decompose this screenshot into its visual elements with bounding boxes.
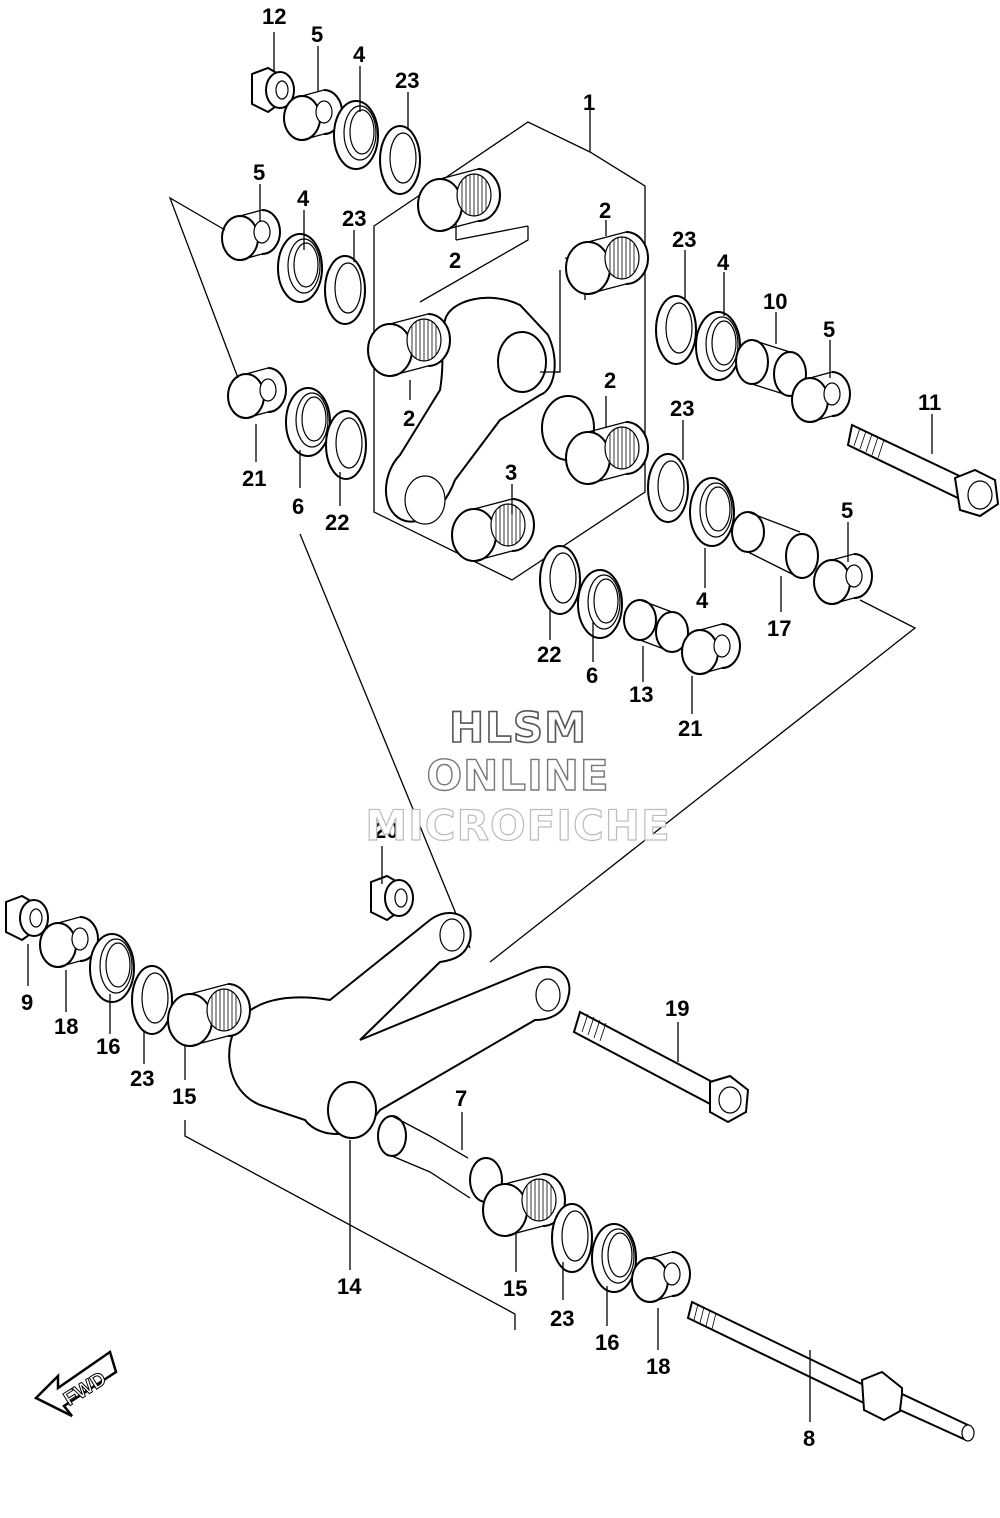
callout-3: 3 [505,460,517,485]
sleeve-13 [623,599,689,653]
bolt-19 [572,1010,750,1124]
callout-18b: 18 [646,1354,670,1379]
callout-17: 17 [767,616,791,641]
collar-21b [681,623,741,675]
callout-4a: 4 [353,42,366,67]
callout-2b: 2 [449,248,461,273]
nut-20 [370,875,414,921]
needle-bearing-2c [367,313,451,377]
needle-bearing-3 [451,498,535,562]
callout-2d: 2 [403,406,415,431]
callout-1: 1 [583,90,595,115]
callout-21a: 21 [242,466,266,491]
callout-7: 7 [455,1086,467,1111]
collar-5d [813,553,873,605]
connecting-rod [384,296,595,525]
callout-4b: 4 [297,186,310,211]
bolt-8 [686,1300,975,1442]
callout-9: 9 [21,990,33,1015]
callout-13: 13 [629,682,653,707]
washer-23e [131,965,173,1035]
callout-2a: 2 [599,198,611,223]
callout-15b: 15 [503,1276,527,1301]
callout-5c: 5 [823,317,835,342]
seal-6a [285,387,331,457]
washer-23d [647,453,689,523]
callout-4c: 4 [717,250,730,275]
fwd-arrow-icon: FWD [33,1349,118,1418]
callout-6b: 6 [586,663,598,688]
cushion-lever [228,911,571,1139]
callout-23e: 23 [130,1066,154,1091]
watermark-line3: MICROFICHE [365,801,670,850]
seal-4d [689,477,735,547]
watermark-line1: HLSM [449,703,587,752]
callout-19: 19 [665,996,689,1021]
washer-22b [539,545,581,615]
washer-22a [325,410,367,480]
seal-4b [277,233,323,303]
seal-16b [591,1223,637,1293]
callout-11: 11 [918,390,941,415]
shaft-7 [377,1115,503,1203]
seal-6b [577,569,623,639]
callout-23f: 23 [550,1306,574,1331]
callout-22a: 22 [325,510,349,535]
watermark-line2: ONLINE [426,751,609,800]
callout-23a: 23 [395,68,419,93]
callout-22b: 22 [537,642,561,667]
callout-6a: 6 [292,494,304,519]
callout-5a: 5 [311,22,323,47]
collar-18a [39,916,99,968]
callout-23d: 23 [670,396,694,421]
seal-4c [695,311,741,381]
callout-16b: 16 [595,1330,619,1355]
callout-4d: 4 [696,588,709,613]
needle-bearing-2b [565,231,649,295]
washer-23c [655,295,697,365]
watermark: HLSM ONLINE MICROFICHE [365,702,670,850]
washer-23a [379,125,421,195]
callout-16a: 16 [96,1034,120,1059]
callout-12: 12 [262,4,286,29]
callout-labels: 12 5 4 23 1 5 4 23 2 2 23 4 10 5 2 11 2 … [21,4,941,1451]
callout-14: 14 [337,1274,362,1299]
callout-5b: 5 [253,160,265,185]
collar-5b [221,209,281,261]
needle-bearing-2a [417,168,501,232]
washer-23b [324,255,366,325]
seal-16a [89,933,135,1003]
callout-5d: 5 [841,498,853,523]
callout-18a: 18 [54,1014,78,1039]
callout-8: 8 [803,1426,815,1451]
sleeve-17 [731,511,819,579]
callout-23b: 23 [342,206,366,231]
rod-assembly-outline [373,121,646,581]
callout-21b: 21 [678,716,702,741]
bolt-11 [846,423,1000,518]
callout-2c: 2 [604,368,616,393]
washer-23f [551,1203,593,1273]
callout-10: 10 [763,289,787,314]
callout-23c: 23 [672,227,696,252]
collar-18b [631,1251,691,1303]
callout-15a: 15 [172,1084,196,1109]
callout-20: 20 [374,818,398,843]
seal-4a [333,100,379,170]
